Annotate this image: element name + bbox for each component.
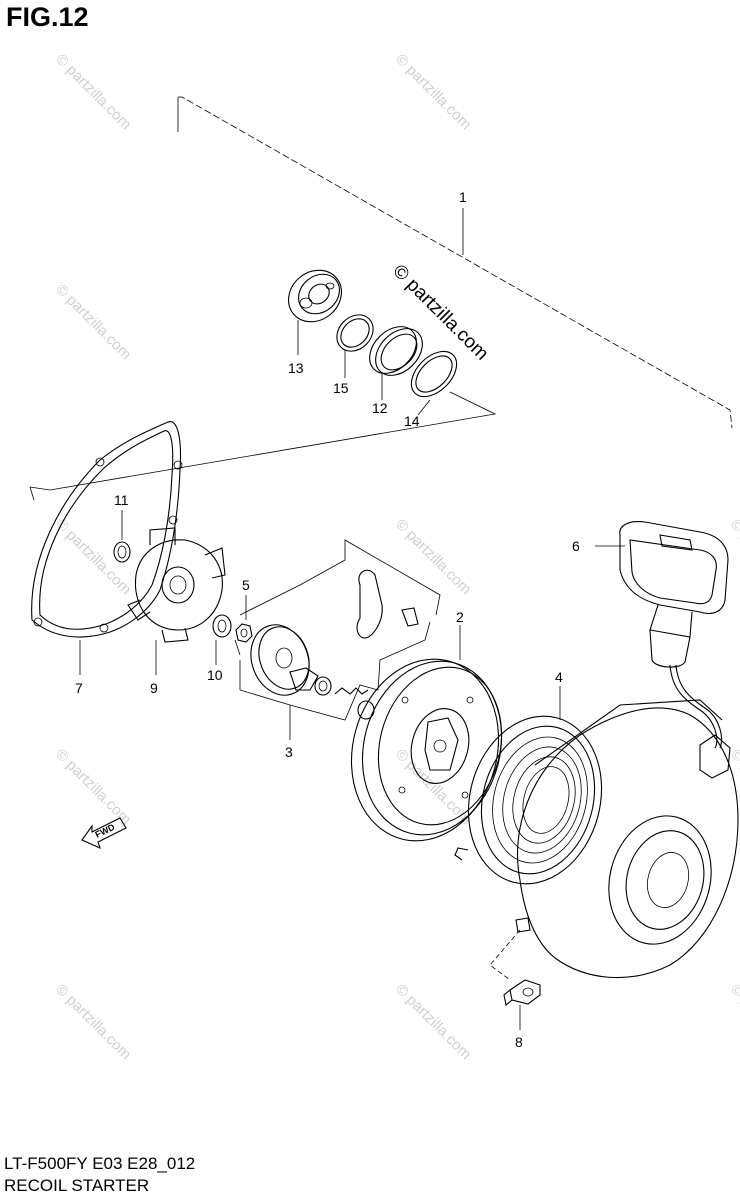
callout-10: 10 [207, 667, 223, 683]
watermark-text: © partzilla.com [52, 746, 134, 828]
figure-title: FIG.12 [6, 2, 89, 32]
part-5-nut [235, 595, 253, 643]
watermark-text: © partzilla.com [52, 981, 134, 1063]
assembly-1-bracket [29, 96, 733, 501]
callout-12: 12 [372, 400, 388, 416]
watermark-text: © partzilla.com [392, 981, 474, 1063]
watermark-text: © partzilla.com [392, 516, 474, 598]
part-8-bolt [503, 979, 541, 1030]
watermark-text: © partzilla.com [727, 516, 740, 598]
callout-11: 11 [114, 492, 129, 508]
part-10-washer [212, 614, 232, 665]
part-12-collar [369, 326, 423, 400]
callout-labels: 1 2 3 4 5 6 7 8 9 10 11 12 13 14 15 [75, 189, 580, 1050]
watermark-text: © partzilla.com [52, 281, 134, 363]
part-15-circlip [336, 314, 374, 378]
figure-name: RECOIL STARTER [4, 1176, 150, 1195]
watermark-group: © partzilla.com © partzilla.com © partzi… [52, 51, 740, 1063]
watermark-text: © partzilla.com [52, 51, 134, 133]
callout-8: 8 [515, 1034, 523, 1050]
watermark-text: © partzilla.com [392, 51, 474, 133]
callout-15: 15 [333, 380, 349, 396]
callout-3: 3 [285, 744, 293, 760]
callout-9: 9 [150, 680, 158, 696]
part-7-gasket [31, 421, 183, 675]
callout-14: 14 [404, 413, 420, 429]
callout-1: 1 [459, 189, 467, 205]
model-code: LT-F500FY E03 E28_012 [4, 1154, 196, 1173]
watermark-text: © partzilla.com [392, 746, 474, 828]
callout-7: 7 [75, 680, 83, 696]
part-6-handle [595, 521, 729, 749]
callout-2: 2 [456, 609, 464, 625]
forward-direction-arrow: FWD [81, 817, 127, 850]
callout-13: 13 [288, 360, 304, 376]
part-4-spring [454, 686, 603, 885]
callout-6: 6 [572, 538, 580, 554]
part-14-o-ring [410, 350, 458, 416]
part-11-ring [113, 510, 131, 563]
recoil-case [489, 699, 739, 981]
callout-5: 5 [242, 577, 250, 593]
part-13-bearing [288, 269, 342, 355]
part-3-ratchet-assembly [234, 539, 441, 740]
part-9-drive-plate [127, 527, 226, 675]
part-2-reel [350, 625, 503, 842]
callout-4: 4 [555, 669, 563, 685]
watermark-main-text: © partzilla.com [388, 261, 492, 365]
watermark-text: © partzilla.com [727, 981, 740, 1063]
